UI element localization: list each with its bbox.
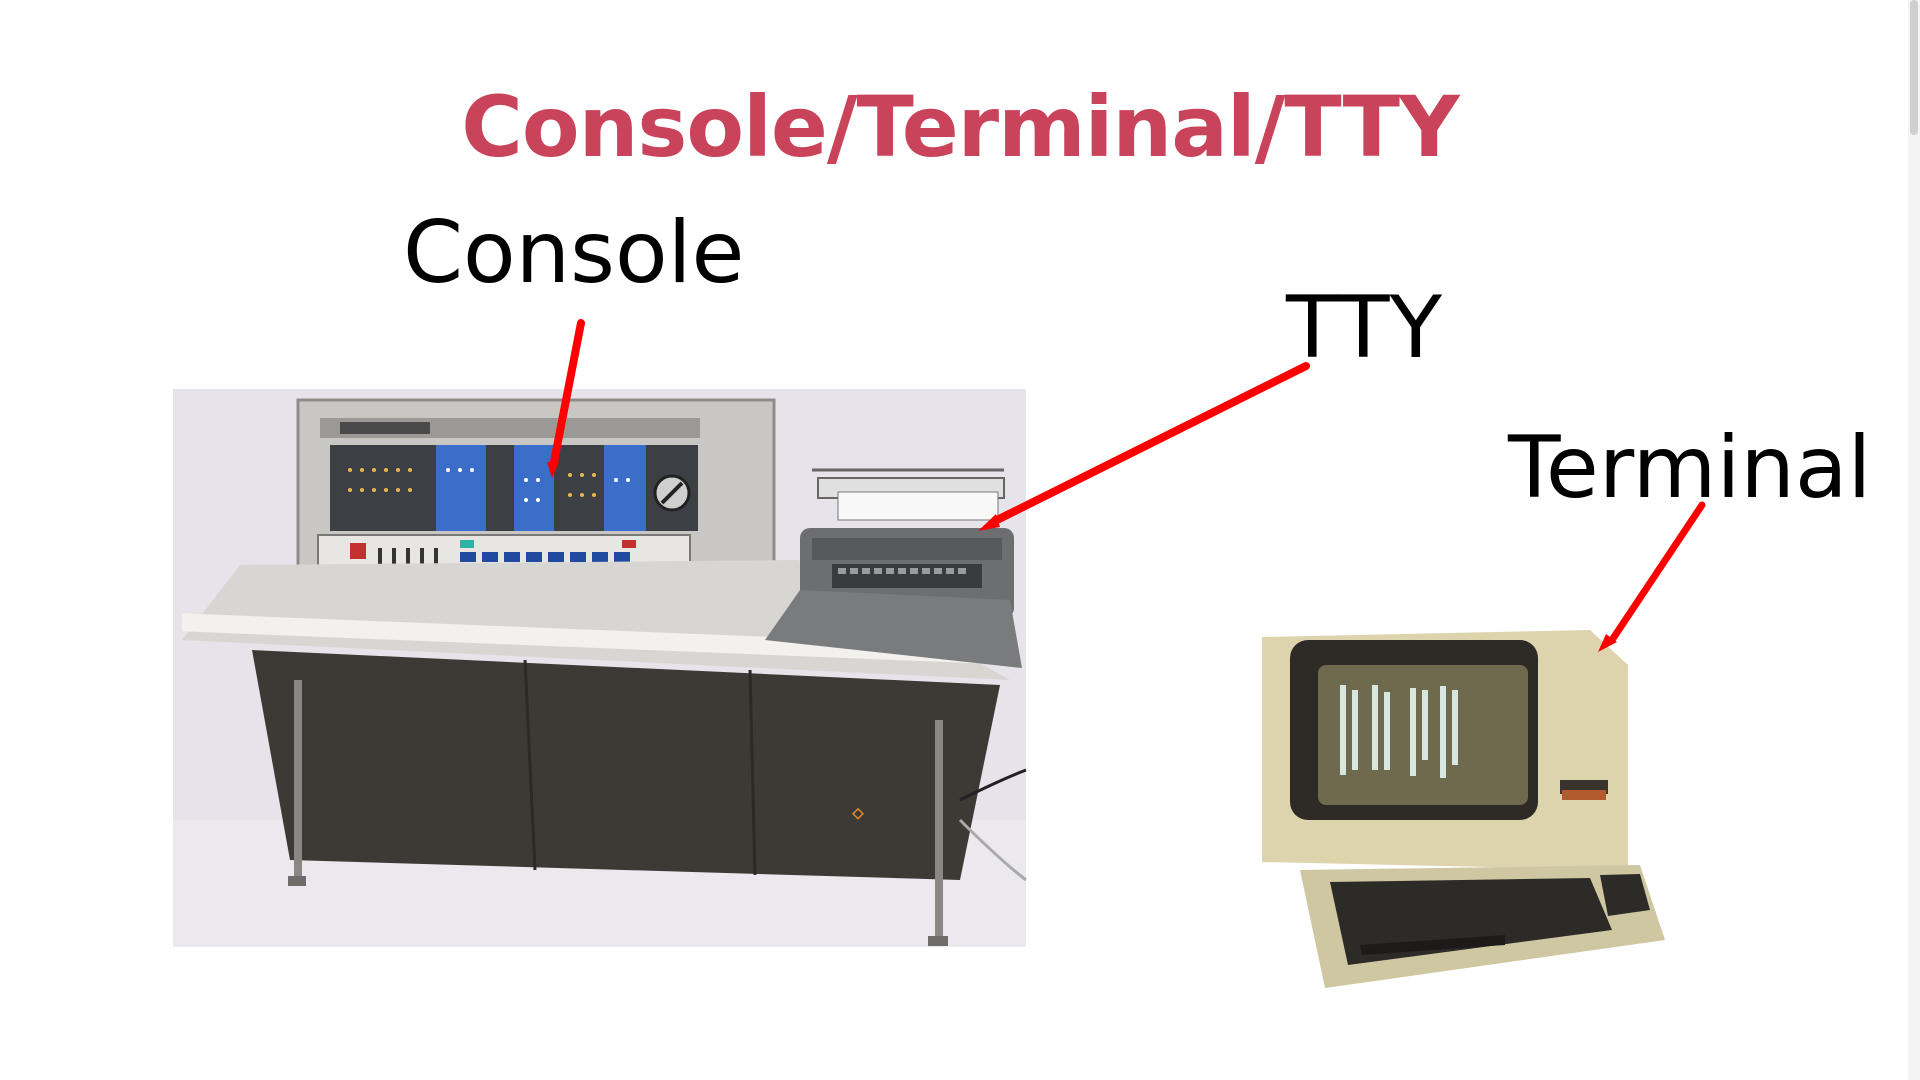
arrows xyxy=(547,319,1706,652)
console-arrowhead xyxy=(547,462,559,478)
console-pointer-arrow xyxy=(550,319,585,466)
tty-photo xyxy=(765,468,1022,668)
scrollbar-thumb[interactable] xyxy=(1910,0,1918,135)
console-label: Console xyxy=(403,203,745,303)
terminal-pointer-arrow xyxy=(1608,501,1706,644)
slide-title: Console/Terminal/TTY xyxy=(461,78,1459,176)
console-photo xyxy=(173,389,1027,947)
vertical-scrollbar[interactable] xyxy=(1908,0,1920,1080)
terminal-label: Terminal xyxy=(1508,418,1872,518)
cursor-marker-icon xyxy=(851,807,865,820)
tty-label: TTY xyxy=(1286,278,1443,378)
terminal-arrowhead xyxy=(1598,634,1617,652)
tty-arrowhead xyxy=(978,514,1000,531)
tty-pointer-arrow xyxy=(991,362,1310,525)
terminal-photo xyxy=(1262,630,1665,988)
